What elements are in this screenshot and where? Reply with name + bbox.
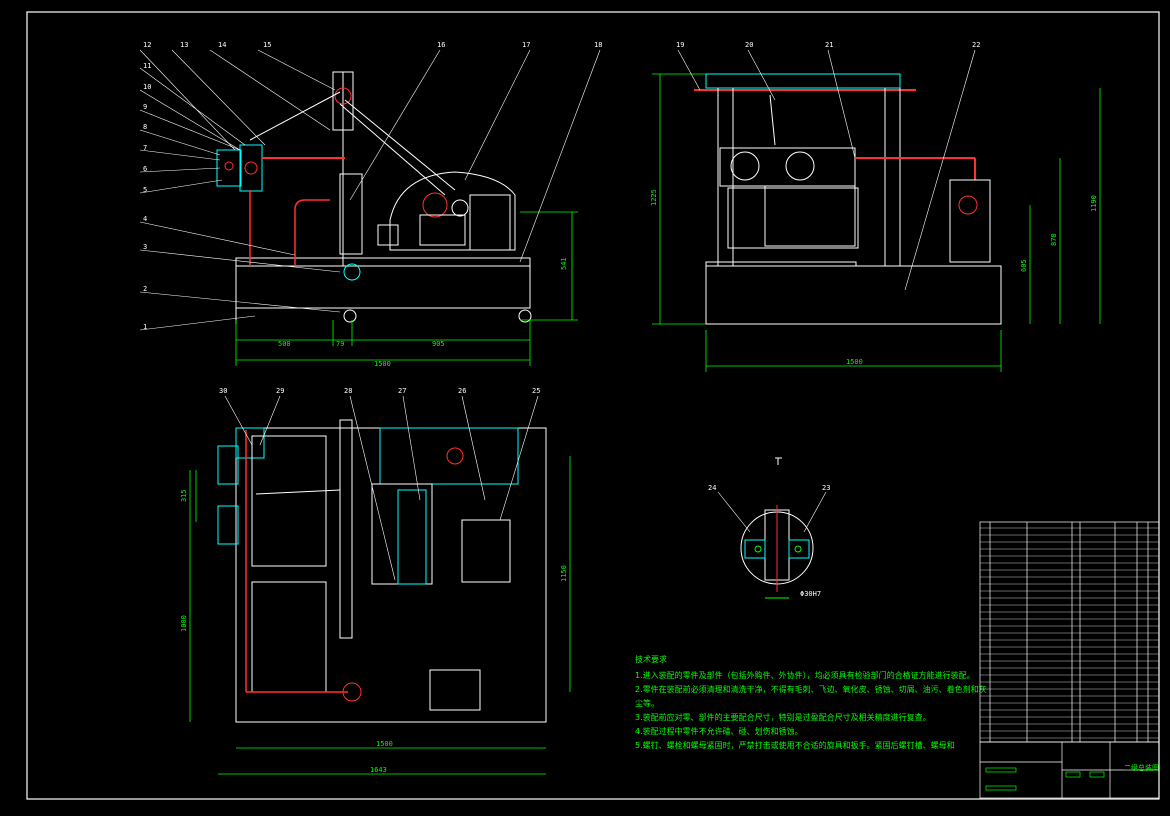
callout-29: 29 <box>276 387 284 395</box>
callout-22: 22 <box>972 41 980 49</box>
callout-10: 10 <box>143 83 151 91</box>
tech-requirements: 技术要求 1.进入装配的零件及部件（包括外购件、外协件），均必须具有检验部门的合… <box>635 654 987 750</box>
tech-req-line-6: 5.螺钉、螺栓和螺母紧固时，严禁打击或使用不合适的旋具和扳手。紧固后螺钉槽、螺母… <box>635 740 955 750</box>
dim-1500-side: 1500 <box>846 358 863 366</box>
dim-1500-plan: 1500 <box>376 740 393 748</box>
callout-25: 25 <box>532 387 540 395</box>
callout-18: 18 <box>594 41 602 49</box>
callout-6: 6 <box>143 165 147 173</box>
dim-1190: 1190 <box>1090 195 1098 212</box>
tech-req-line-2: 2.零件在装配前必须清理和清洗干净，不得有毛刺、飞边、氧化皮、锈蚀、切屑、油污、… <box>635 684 987 694</box>
front-view-callouts: 12 13 14 15 16 17 18 11 10 9 8 7 6 5 4 3… <box>143 41 602 368</box>
dim-1150: 1150 <box>560 565 568 582</box>
callout-8: 8 <box>143 123 147 131</box>
tech-req-line-4: 3.装配前应对零、部件的主要配合尺寸，特别是过盈配合尺寸及相关精度进行复查。 <box>635 712 931 722</box>
callout-16: 16 <box>437 41 445 49</box>
dim-541: 541 <box>560 257 568 270</box>
callout-14: 14 <box>218 41 226 49</box>
front-view <box>139 49 601 366</box>
callout-12: 12 <box>143 41 151 49</box>
dim-79: 79 <box>336 340 344 348</box>
tech-req-line-5: 4.装配过程中零件不允许磕、碰、划伤和锈蚀。 <box>635 726 803 736</box>
plan-view-callouts: 30 29 28 27 26 25 315 1000 1150 1500 164… <box>180 387 568 774</box>
dim-phi30: Φ30H7 <box>800 590 821 598</box>
callout-9: 9 <box>143 103 147 111</box>
callout-30: 30 <box>219 387 227 395</box>
dim-605: 605 <box>1020 259 1028 272</box>
callout-27: 27 <box>398 387 406 395</box>
side-view-callouts: 19 20 21 22 1225 1190 878 605 1500 <box>650 41 1098 366</box>
callout-23: 23 <box>822 484 830 492</box>
dim-500: 500 <box>278 340 291 348</box>
callout-20: 20 <box>745 41 753 49</box>
side-view <box>652 49 1101 372</box>
tech-req-line-3: 尘等。 <box>635 698 659 708</box>
tech-req-line-1: 1.进入装配的零件及部件（包括外购件、外协件），均必须具有检验部门的合格证方能进… <box>635 670 975 680</box>
drawing-border <box>26 11 1160 800</box>
dim-1225: 1225 <box>650 189 658 206</box>
callout-17: 17 <box>522 41 530 49</box>
callout-13: 13 <box>180 41 188 49</box>
dim-905: 905 <box>432 340 445 348</box>
callout-28: 28 <box>344 387 352 395</box>
callout-21: 21 <box>825 41 833 49</box>
dim-1000: 1000 <box>180 615 188 632</box>
callout-4: 4 <box>143 215 147 223</box>
dim-878: 878 <box>1050 233 1058 246</box>
callout-15: 15 <box>263 41 271 49</box>
title-block <box>979 741 1160 799</box>
callout-2: 2 <box>143 285 147 293</box>
callout-7: 7 <box>143 144 147 152</box>
dim-1500-front: 1500 <box>374 360 391 368</box>
callout-11: 11 <box>143 62 151 70</box>
dim-315: 315 <box>180 489 188 502</box>
callout-1: 1 <box>143 323 147 331</box>
dim-1643: 1643 <box>370 766 387 774</box>
parts-list <box>979 521 1160 743</box>
detail-callouts: 24 23 Φ30H7 <box>708 484 830 598</box>
tech-req-title: 技术要求 <box>635 654 667 664</box>
drawing-name: 二级总装图 <box>1124 763 1159 772</box>
parts-list-rows <box>980 527 1159 739</box>
plan-view <box>189 395 571 775</box>
callout-3: 3 <box>143 243 147 251</box>
detail-view <box>717 457 827 599</box>
callout-24: 24 <box>708 484 716 492</box>
callout-26: 26 <box>458 387 466 395</box>
callout-19: 19 <box>676 41 684 49</box>
callout-5: 5 <box>143 186 147 194</box>
